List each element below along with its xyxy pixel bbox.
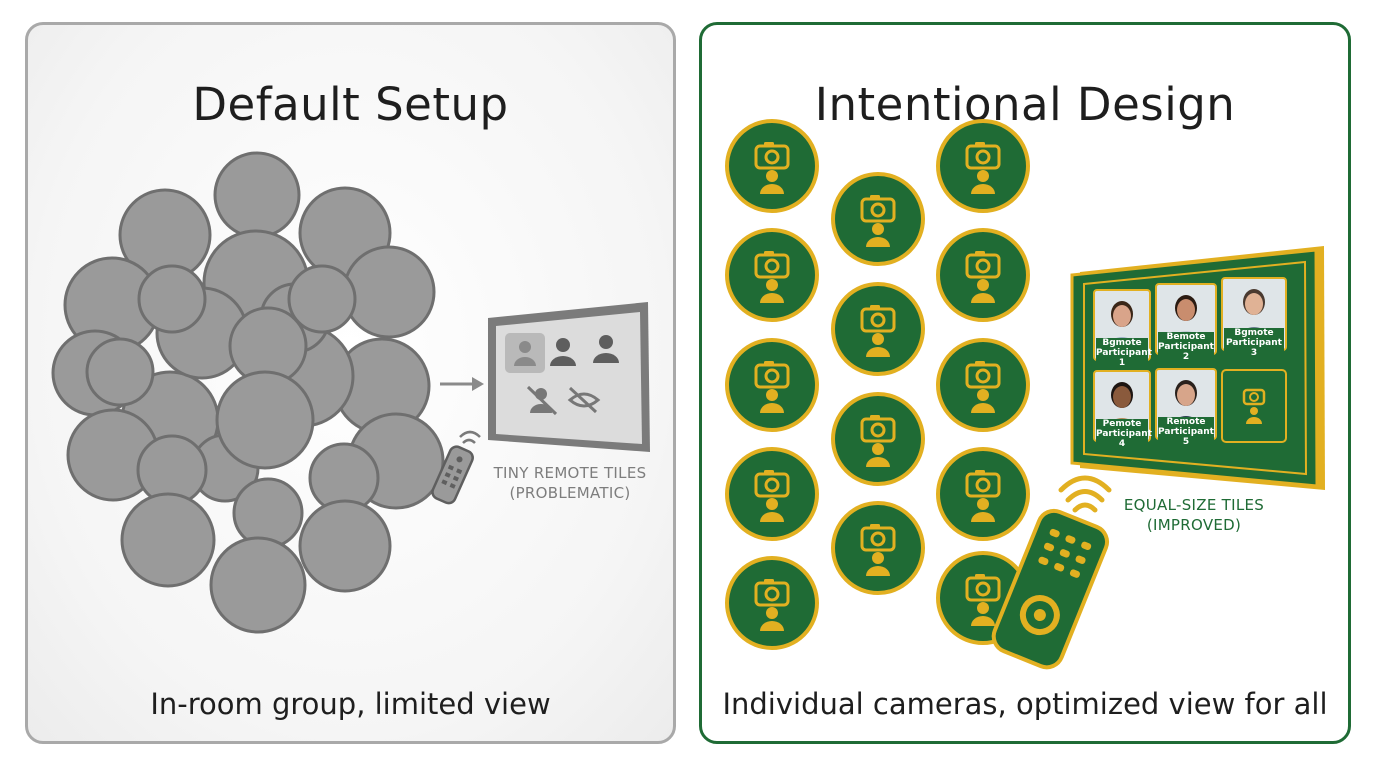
person-head — [215, 370, 315, 470]
equal-tiles-note-line1: EQUAL-SIZE TILES — [1123, 496, 1265, 514]
equal-tiles-note: EQUAL-SIZE TILES (IMPROVED) — [1106, 495, 1282, 535]
camera-participant-icon — [831, 172, 925, 266]
camera-participant-icon — [725, 338, 819, 432]
tiny-tiles-note-line2: (PROBLEMATIC) — [509, 484, 631, 502]
in-room-crowd — [51, 151, 445, 634]
empty-camera-tile — [1221, 369, 1287, 443]
person-icon — [550, 338, 576, 366]
person-head — [209, 536, 307, 634]
person-head — [137, 264, 207, 334]
person-head — [342, 245, 436, 339]
arrow-right-icon — [440, 377, 484, 391]
person-head — [287, 264, 357, 334]
camera-participant-icon — [831, 392, 925, 486]
eye-off-icon — [567, 386, 601, 414]
camera-participant-icon — [936, 119, 1030, 213]
remote-control-icon — [991, 508, 1110, 670]
remote-control-icon — [431, 445, 474, 505]
person-icon — [593, 335, 619, 363]
person-muted-icon — [526, 385, 558, 416]
camera-participant-icon — [936, 338, 1030, 432]
camera-participant-icon — [725, 447, 819, 541]
person-head — [298, 499, 392, 593]
camera-participant-icon — [936, 447, 1030, 541]
camera-participant-icon — [725, 556, 819, 650]
camera-participant-icon — [831, 282, 925, 376]
tiny-tiles-note: TINY REMOTE TILES (PROBLEMATIC) — [475, 463, 665, 503]
person-head — [85, 337, 155, 407]
tiny-tiles-note-line1: TINY REMOTE TILES — [493, 464, 647, 482]
person-head — [120, 492, 216, 588]
camera-participant-icon — [725, 228, 819, 322]
person-head — [213, 151, 301, 239]
default-setup-title: Default Setup — [192, 78, 509, 131]
small-display — [488, 302, 650, 452]
camera-participant-icon — [725, 119, 819, 213]
intentional-design-title: Intentional Design — [814, 78, 1236, 131]
person-head — [232, 477, 304, 549]
individual-cameras — [725, 119, 1030, 650]
camera-participant-icon — [936, 228, 1030, 322]
equal-tiles-note-line2: (IMPROVED) — [1146, 516, 1242, 534]
signal-waves-icon — [1058, 475, 1112, 513]
signal-waves-icon — [459, 430, 481, 444]
person-icon — [514, 341, 536, 366]
default-setup-caption: In-room group, limited view — [150, 687, 551, 721]
camera-participant-icon — [831, 501, 925, 595]
intentional-design-caption: Individual cameras, optimized view for a… — [722, 687, 1328, 721]
